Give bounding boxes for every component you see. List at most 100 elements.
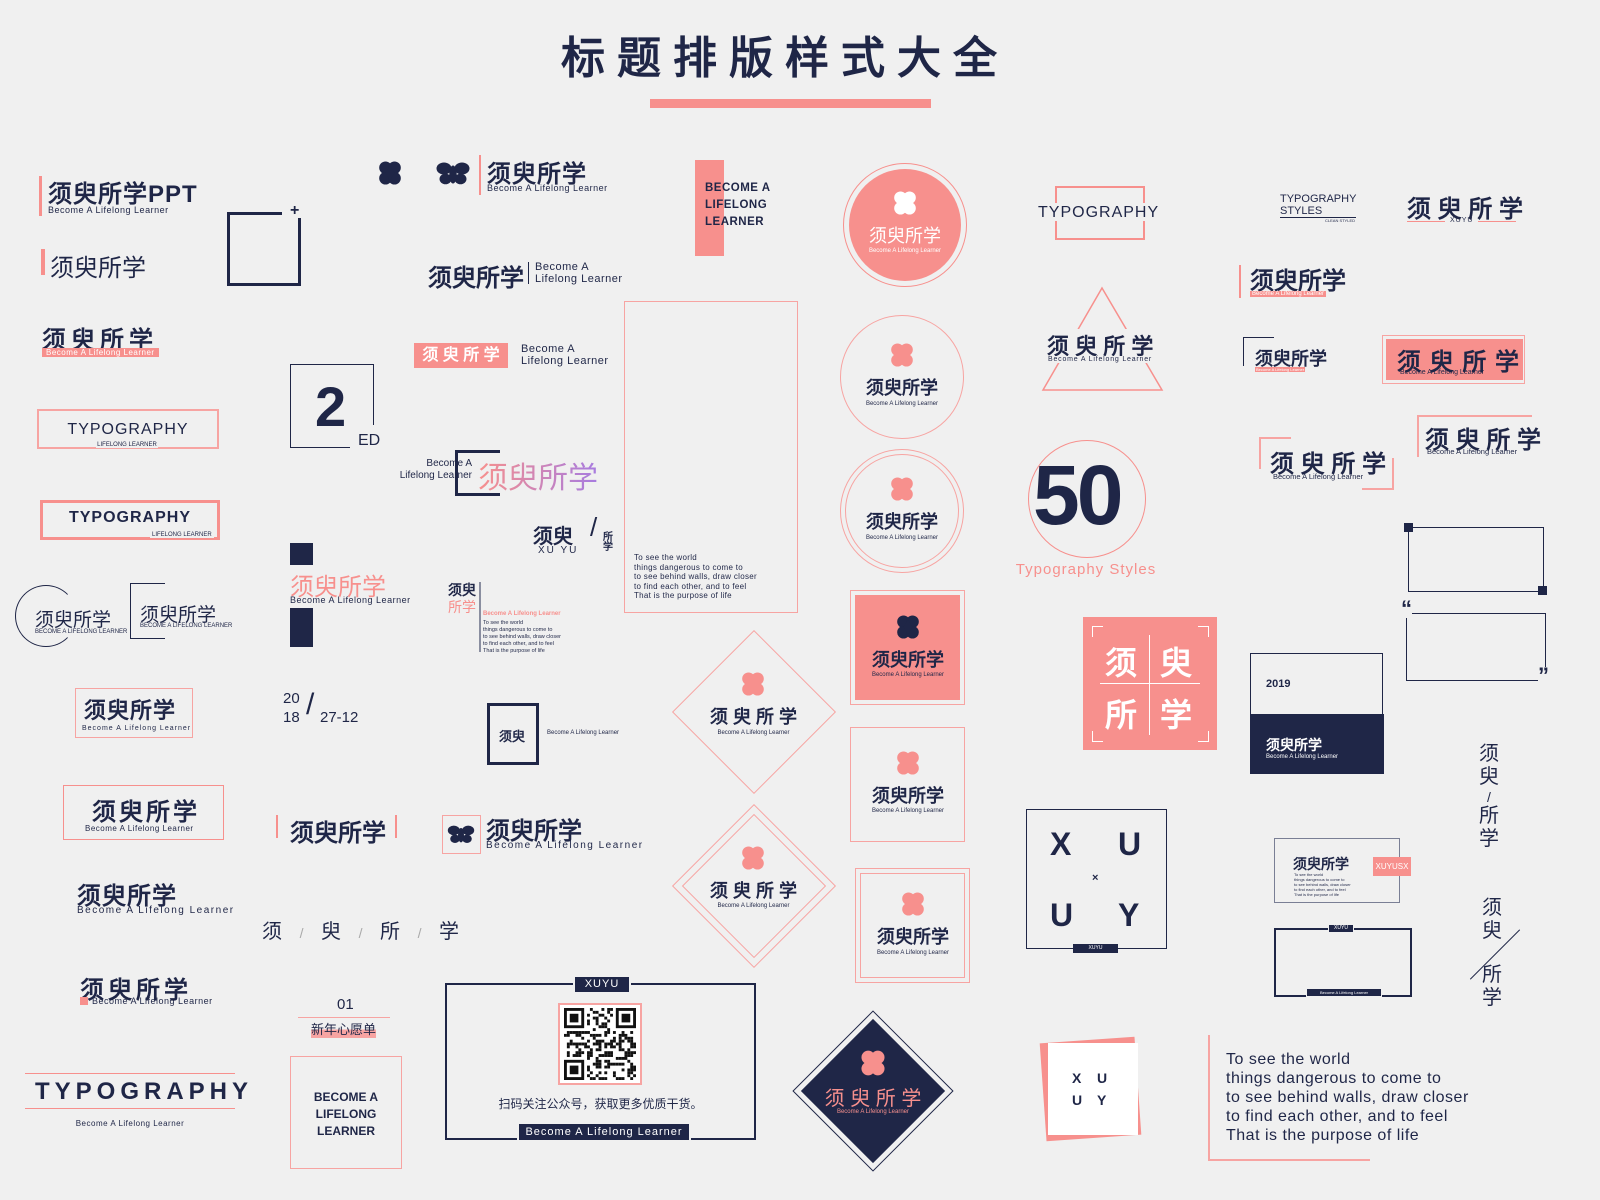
poem-line: to find each other, and to feel bbox=[1226, 1108, 1448, 1125]
coral-square bbox=[80, 997, 88, 1005]
clover-icon bbox=[893, 612, 923, 642]
tagline-split: Become A Lifelong Learner bbox=[390, 458, 472, 482]
tagline-line: Become A bbox=[521, 343, 576, 355]
title-underline bbox=[650, 99, 931, 108]
char: 学 bbox=[1479, 828, 1499, 850]
brand-title: 须 臾 所 学 bbox=[1047, 329, 1154, 361]
tagline-line: Lifelong Learner bbox=[399, 470, 472, 481]
brand-title: 须臾所学 bbox=[869, 226, 941, 246]
become-line: LEARNER bbox=[705, 216, 765, 228]
corner-square bbox=[1538, 586, 1547, 595]
date-month-day: 27-12 bbox=[320, 709, 359, 726]
tagline-line: Lifelong Learner bbox=[521, 355, 609, 367]
poem-line: To see the world bbox=[1226, 1051, 1351, 1068]
clover-icon bbox=[887, 474, 917, 504]
coral-square-badge bbox=[855, 595, 960, 700]
xuyu-label: XUYU bbox=[1073, 944, 1118, 953]
tagline: Become A Lifelong Learner bbox=[290, 595, 411, 605]
quote-open-icon: “ bbox=[1401, 596, 1412, 621]
brand-title: 须臾所学 bbox=[80, 977, 192, 1004]
ed-label: ED bbox=[358, 432, 381, 449]
tagline-label: Become A Lifelong Learner bbox=[1306, 988, 1382, 997]
char: 学 bbox=[1160, 697, 1193, 733]
tagline: Become A Lifelong Learner bbox=[483, 611, 561, 617]
circle-frame bbox=[840, 449, 964, 573]
accent-bar bbox=[1239, 265, 1241, 298]
xuyu-title: 须臾 bbox=[533, 526, 573, 548]
vertical-title: 须 臾 bbox=[1481, 897, 1503, 943]
gradient-brand-title: 须臾所学 bbox=[478, 453, 598, 497]
tagline: Become A Lifelong Learner bbox=[865, 401, 939, 407]
tagline-highlight: Become A Lifelong Learner bbox=[1255, 367, 1306, 372]
navy-block bbox=[290, 608, 313, 647]
brand-title: 须臾所学 bbox=[77, 883, 177, 910]
tagline: Become A Lifelong Learner bbox=[48, 205, 169, 215]
brand-title: 须臾所学 bbox=[487, 161, 587, 188]
poem-line: to see behind walls, draw closer bbox=[483, 634, 561, 640]
cross-line bbox=[1100, 683, 1200, 684]
cross-line bbox=[1149, 635, 1150, 735]
corner-bracket bbox=[1198, 626, 1209, 637]
corner-bracket bbox=[1092, 626, 1103, 637]
brand-title: 须臾所学 bbox=[290, 574, 386, 601]
square-bracket-frame bbox=[227, 212, 301, 286]
brand-title: 须臾所学 bbox=[290, 820, 386, 847]
bracket-frame bbox=[455, 450, 500, 496]
poem-line: to see behind walls, draw closer bbox=[1294, 882, 1351, 887]
big-number: 2 bbox=[315, 375, 347, 438]
tagline: Become A Lifelong Learner bbox=[92, 996, 213, 1006]
tagline: Become A Lifelong Learner bbox=[486, 840, 644, 851]
poem-line: To see the world bbox=[634, 553, 698, 562]
qr-code[interactable] bbox=[558, 1003, 642, 1085]
divider-line bbox=[528, 262, 529, 284]
brand-title: 须臾所学 bbox=[866, 512, 938, 532]
xuyu-bottom: 所学 bbox=[448, 599, 476, 615]
letter: U bbox=[1097, 1070, 1108, 1086]
bee-icon bbox=[435, 158, 471, 188]
brand-title: 须臾所学 bbox=[872, 786, 944, 806]
xuyu-label: XUYU bbox=[1328, 924, 1354, 933]
poem-line: That is the purpose of life bbox=[1226, 1127, 1420, 1144]
labeled-frame bbox=[1274, 928, 1412, 997]
frame-gap bbox=[350, 425, 380, 450]
bracket-frame bbox=[130, 583, 165, 639]
clover-icon bbox=[887, 340, 917, 370]
clover-icon bbox=[898, 889, 928, 919]
char: 所 bbox=[1479, 805, 1499, 827]
wish-number: 01 bbox=[337, 996, 354, 1013]
slash-divider: / bbox=[1487, 789, 1491, 805]
slash-divider: / bbox=[299, 925, 304, 941]
lifelong-caption: LIFELONG LEARNER bbox=[150, 532, 214, 538]
plus-icon: + bbox=[290, 202, 300, 219]
clover-icon bbox=[738, 843, 768, 873]
wish-title: 新年心愿单 bbox=[311, 1019, 377, 1038]
typography-styles-label: Typography Styles bbox=[1015, 561, 1157, 578]
vertical-suoxue: 所学 bbox=[603, 532, 613, 553]
bee-icon bbox=[446, 822, 476, 846]
bracket-corner bbox=[1417, 415, 1532, 457]
become-line: LIFELONG bbox=[705, 199, 768, 211]
slash-divider: / bbox=[306, 688, 315, 721]
poem-line: things dangerous to come to bbox=[1226, 1070, 1442, 1087]
date-year-bottom: 18 bbox=[283, 709, 300, 726]
xuyu-box bbox=[487, 703, 539, 765]
styles-line: TYPOGRAPHY bbox=[1280, 193, 1357, 205]
accent-bar bbox=[395, 815, 397, 838]
brand-title: 须臾所学 bbox=[92, 799, 200, 826]
poem-line: To see the world bbox=[483, 620, 524, 626]
corner-bracket bbox=[1092, 731, 1103, 742]
xuyusx-label: XUYUSX bbox=[1373, 857, 1411, 876]
brand-title: 须臾所学 bbox=[1293, 856, 1349, 872]
tagline: Become A Lifelong Learner bbox=[75, 1119, 185, 1128]
typography-title: TYPOGRAPHY bbox=[67, 421, 189, 438]
letter: Y bbox=[1097, 1092, 1107, 1108]
tagline-line: Become A bbox=[535, 261, 590, 273]
corner-square bbox=[1404, 523, 1413, 532]
char: 所 bbox=[1105, 697, 1138, 733]
divider-line bbox=[479, 582, 481, 652]
brand-title: 须臾所学 bbox=[428, 265, 524, 292]
tagline: Become A Lifelong Learner bbox=[868, 248, 942, 254]
poem-frame bbox=[624, 301, 798, 613]
year-label: 2019 bbox=[1266, 678, 1291, 690]
